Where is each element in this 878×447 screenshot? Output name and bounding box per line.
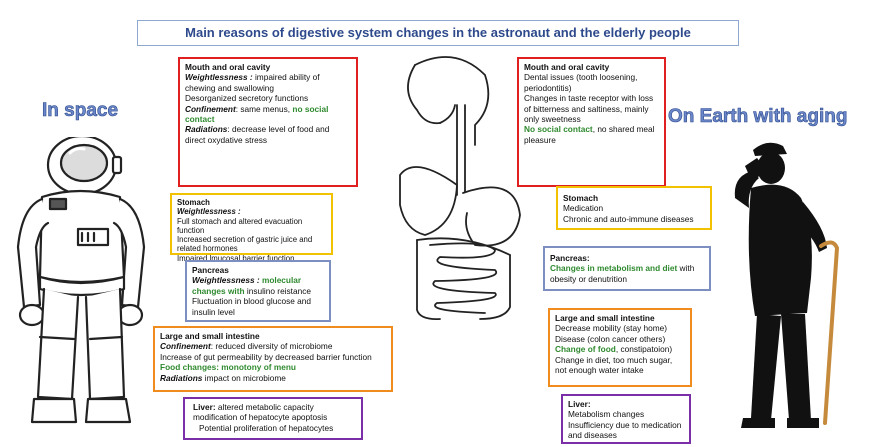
earth-intestine-line1: Decrease mobility (stay home) [555, 323, 685, 333]
space-stomach-line3: Increased secretion of gastric juice and… [177, 235, 326, 254]
space-liver-key1: Liver: [193, 402, 216, 412]
earth-mouth-header: Mouth and oral cavity [524, 62, 659, 72]
earth-stomach-header: Stomach [563, 193, 705, 203]
in-space-label: In space [42, 100, 118, 122]
earth-stomach-line1: Medication [563, 203, 705, 213]
space-stomach-box: Stomach Weightlessness : Full stomach an… [170, 193, 333, 255]
earth-liver-header: Liver: [568, 399, 684, 409]
space-intestine-header: Large and small intestine [160, 331, 386, 341]
space-liver-text1: altered metabolic capacity [216, 402, 314, 412]
space-intestine-text1: : reduced diversity of microbiome [211, 341, 333, 351]
earth-mouth-green3: No social contact [524, 124, 593, 134]
space-liver-line2: modification of hepatocyte apoptosis [193, 412, 356, 422]
space-liver-line3: Potential proliferation of hepatocytes [193, 423, 356, 433]
page-title: Main reasons of digestive system changes… [137, 20, 739, 46]
space-intestine-key1: Confinement [160, 341, 211, 351]
space-mouth-header: Mouth and oral cavity [185, 62, 351, 72]
space-intestine-box: Large and small intestine Confinement: r… [153, 326, 393, 392]
space-intestine-text4: impact on microbiome [202, 373, 285, 383]
space-stomach-header: Stomach [177, 198, 326, 207]
space-pancreas-box: Pancreas Weightlessness : molecular chan… [185, 260, 331, 322]
earth-pancreas-box: Pancreas: Changes in metabolism and diet… [543, 246, 711, 291]
space-mouth-key3: Confinement [185, 104, 236, 114]
earth-mouth-line2: Changes in taste receptor with loss of b… [524, 93, 659, 124]
earth-intestine-box: Large and small intestine Decrease mobil… [548, 308, 692, 387]
space-pancreas-line2: Fluctuation in blood glucose and insulin… [192, 296, 324, 317]
space-stomach-line2: Full stomach and altered evacuation func… [177, 217, 326, 236]
astronaut-icon [10, 137, 150, 442]
earth-mouth-box: Mouth and oral cavity Dental issues (too… [517, 57, 666, 187]
earth-liver-line2: Insufficiency due to medication and dise… [568, 420, 684, 441]
space-mouth-box: Mouth and oral cavity Weightlessness : i… [178, 57, 358, 187]
earth-intestine-line4: Change in diet, too much sugar, not enou… [555, 355, 685, 376]
earth-liver-line1: Metabolism changes [568, 409, 684, 419]
earth-intestine-text3: , constipatoion) [616, 344, 672, 354]
space-pancreas-text1: insulino reistance [245, 286, 311, 296]
earth-intestine-green3: Change of food [555, 344, 616, 354]
earth-intestine-header: Large and small intestine [555, 313, 685, 323]
earth-intestine-line2: Disease (colon cancer others) [555, 334, 685, 344]
earth-stomach-box: Stomach Medication Chronic and auto-immu… [556, 186, 712, 230]
space-pancreas-header: Pancreas [192, 265, 324, 275]
on-earth-label: On Earth with aging [668, 106, 847, 128]
space-pancreas-key1: Weightlessness : [192, 275, 260, 285]
space-intestine-green3: Food changes: monotony of menu [160, 362, 386, 372]
space-mouth-text3: : same menus, [236, 104, 293, 114]
space-mouth-key4: Radiations [185, 124, 227, 134]
space-stomach-key1: Weightlessness : [177, 207, 326, 216]
space-intestine-line2: Increase of gut permeability by decrease… [160, 352, 386, 362]
elderly-man-icon [715, 138, 855, 443]
space-mouth-line2: Desorganized secretory functions [185, 93, 351, 103]
space-intestine-key4: Radiations [160, 373, 202, 383]
earth-liver-box: Liver: Metabolism changes Insufficiency … [561, 394, 691, 444]
space-mouth-key1: Weightlessness : [185, 72, 253, 82]
earth-pancreas-green1: Changes in metabolism and diet [550, 263, 677, 273]
earth-mouth-line1: Dental issues (tooth loosening, periodon… [524, 72, 659, 93]
space-liver-box: Liver: altered metabolic capacity modifi… [183, 397, 363, 440]
digestive-system-icon [345, 45, 545, 325]
earth-stomach-line2: Chronic and auto-immune diseases [563, 214, 705, 224]
earth-pancreas-header: Pancreas: [550, 253, 704, 263]
